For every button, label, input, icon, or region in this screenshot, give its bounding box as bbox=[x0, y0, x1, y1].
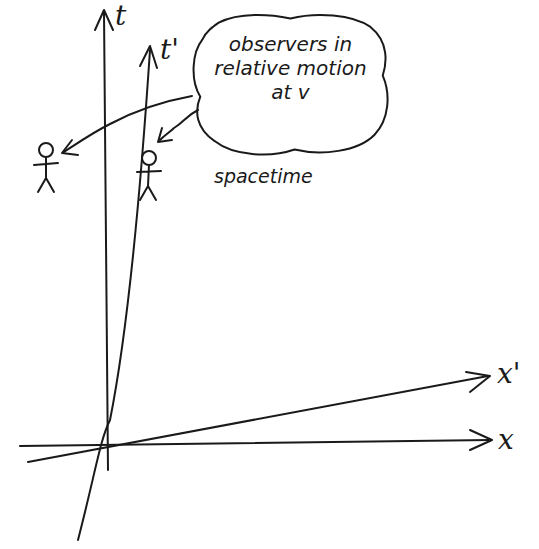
leader-arrowhead bbox=[62, 140, 78, 155]
observer-figure bbox=[34, 143, 58, 192]
leader-line bbox=[64, 96, 192, 152]
t-axis bbox=[104, 12, 108, 470]
note-label: spacetime bbox=[214, 166, 313, 187]
x-axis bbox=[20, 440, 490, 446]
leader-arrowhead bbox=[158, 128, 172, 142]
axis-label: x' bbox=[497, 360, 521, 388]
callout-cloud: observers in relative motion at v bbox=[188, 10, 393, 158]
axis-label: x bbox=[498, 426, 514, 454]
x-arrowhead bbox=[470, 430, 492, 450]
x-prime-arrowhead bbox=[466, 372, 490, 392]
axis-label: t' bbox=[160, 36, 179, 64]
t-prime-arrowhead bbox=[140, 46, 157, 68]
t-prime-axis bbox=[78, 50, 150, 540]
t-arrowhead bbox=[95, 10, 113, 30]
x-prime-axis bbox=[28, 376, 488, 462]
callout-text: observers in relative motion at v bbox=[214, 32, 367, 104]
observer-figure bbox=[137, 151, 161, 200]
leader-line bbox=[160, 110, 198, 140]
axis-label: t bbox=[115, 2, 126, 30]
